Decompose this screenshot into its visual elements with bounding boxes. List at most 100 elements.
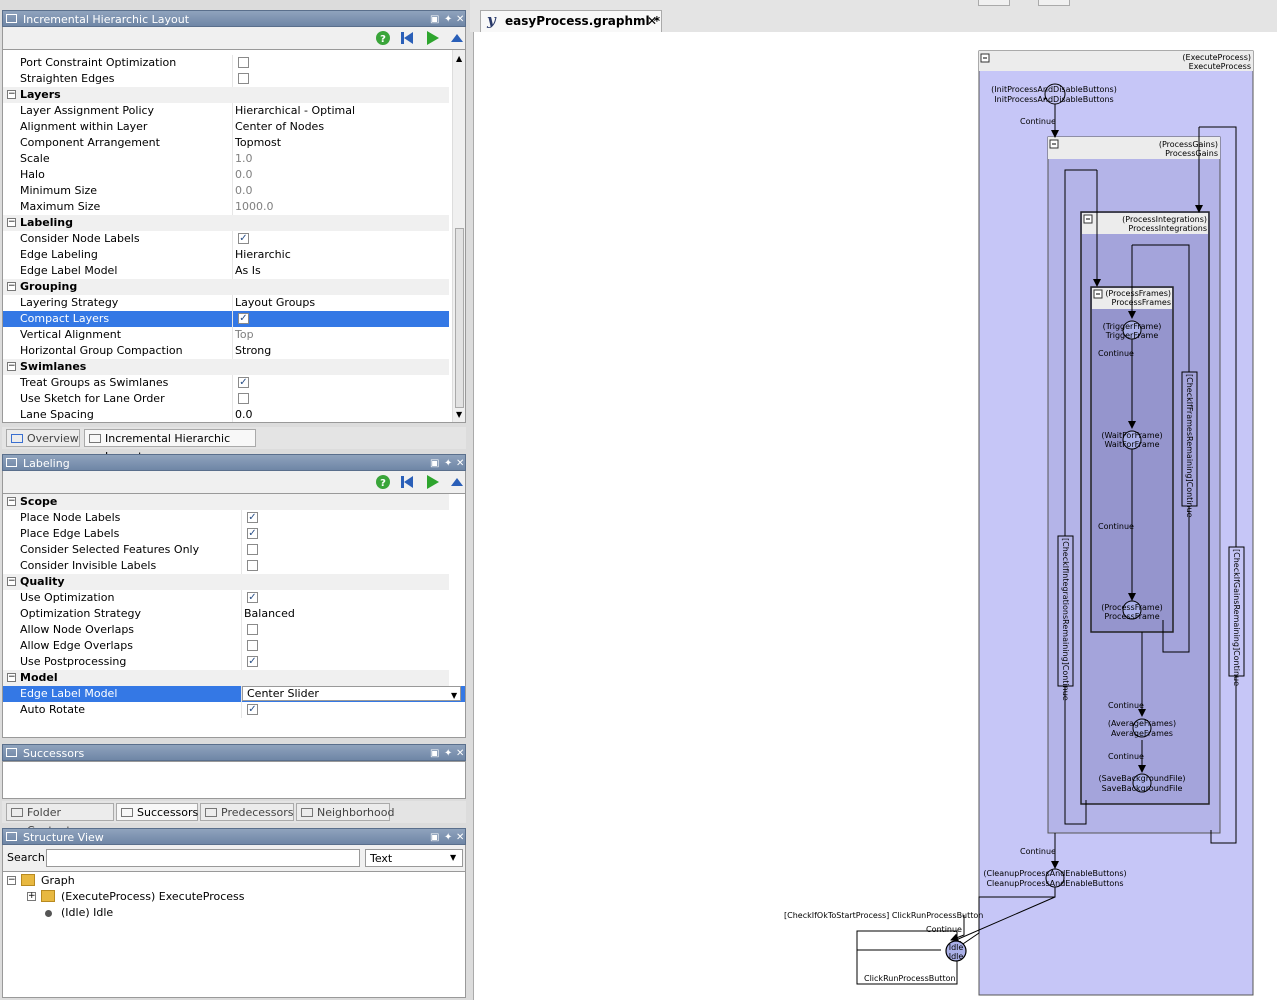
- edge-integrations-loop-bottom[interactable]: [1064, 686, 1087, 825]
- category-quality[interactable]: −Quality: [3, 574, 449, 590]
- labeling-panel-titlebar[interactable]: Labeling ▣ ✦ ✕: [2, 454, 466, 471]
- property-row-use-sketch-for-lane-order[interactable]: Use Sketch for Lane Order: [3, 391, 449, 407]
- pin-icon[interactable]: ✦: [444, 748, 453, 759]
- property-value[interactable]: 1000.0: [235, 200, 274, 213]
- collapse-icon[interactable]: −: [7, 281, 16, 291]
- node-save[interactable]: [1132, 773, 1152, 793]
- tab-folder-contents[interactable]: Folder Contents: [6, 803, 114, 837]
- property-value[interactable]: As Is: [235, 264, 261, 277]
- search-mode-dropdown[interactable]: Text ▼: [365, 849, 463, 867]
- property-row-place-edge-labels[interactable]: Place Edge Labels✓: [3, 526, 449, 542]
- property-value[interactable]: Balanced: [244, 607, 295, 620]
- pin-icon[interactable]: ✦: [444, 832, 453, 843]
- node-init[interactable]: [1044, 83, 1066, 105]
- ihl-scrollbar[interactable]: ▲ ▼: [452, 50, 465, 422]
- property-row-use-optimization[interactable]: Use Optimization✓: [3, 590, 449, 606]
- ihl-scroll-thumb[interactable]: [455, 228, 464, 408]
- graph-canvas[interactable]: (ExecuteProcess) ExecuteProcess (Process…: [473, 32, 1277, 1000]
- property-row-compact-layers[interactable]: Compact Layers✓: [3, 311, 449, 327]
- tab-incremental-hierarchic-layout[interactable]: Incremental Hierarchic Layout: [84, 429, 256, 463]
- pin-icon[interactable]: ✦: [444, 14, 453, 25]
- property-checkbox[interactable]: [238, 57, 249, 68]
- property-checkbox[interactable]: ✓: [247, 592, 258, 603]
- run-labeling-icon[interactable]: [424, 474, 440, 490]
- property-value[interactable]: Top: [235, 328, 254, 341]
- ihl-panel-titlebar[interactable]: Incremental Hierarchic Layout ▣ ✦ ✕: [2, 10, 466, 27]
- tab-overview[interactable]: Overview: [6, 429, 80, 447]
- structure-panel-titlebar[interactable]: Structure View ▣ ✦ ✕: [2, 828, 466, 845]
- chevron-down-icon[interactable]: ▼: [451, 691, 458, 700]
- collapse-icon[interactable]: −: [7, 576, 16, 586]
- property-row-consider-invisible-labels[interactable]: Consider Invisible Labels: [3, 558, 449, 574]
- scroll-down-icon[interactable]: ▼: [456, 410, 463, 419]
- restore-icon[interactable]: ▣: [430, 458, 440, 469]
- property-value[interactable]: 0.0: [235, 168, 253, 181]
- edge-gains-loop-top[interactable]: [1199, 126, 1237, 547]
- collapse-icon[interactable]: −: [7, 496, 16, 506]
- property-checkbox[interactable]: [247, 560, 258, 571]
- property-checkbox[interactable]: ✓: [238, 313, 249, 324]
- collapse-icon[interactable]: −: [7, 89, 16, 99]
- property-checkbox[interactable]: ✓: [247, 656, 258, 667]
- restore-icon[interactable]: ▣: [430, 14, 440, 25]
- property-checkbox[interactable]: [247, 624, 258, 635]
- collapse-up-icon[interactable]: [449, 474, 465, 490]
- property-checkbox[interactable]: ✓: [238, 233, 249, 244]
- collapse-up-icon[interactable]: [449, 30, 465, 46]
- tab-neighborhood[interactable]: Neighborhood: [296, 803, 394, 821]
- property-row-allow-edge-overlaps[interactable]: Allow Edge Overlaps: [3, 638, 449, 654]
- edge-frames-loop-top[interactable]: [1132, 244, 1190, 372]
- run-layout-icon[interactable]: [424, 30, 440, 46]
- property-row-use-postprocessing[interactable]: Use Postprocessing✓: [3, 654, 449, 670]
- property-checkbox[interactable]: ✓: [247, 512, 258, 523]
- category-swimlanes[interactable]: −Swimlanes: [3, 359, 449, 375]
- close-tab-icon[interactable]: ✕: [647, 14, 658, 28]
- category-scope[interactable]: −Scope: [3, 494, 449, 510]
- node-cleanup[interactable]: [1045, 868, 1065, 888]
- node-wait[interactable]: [1122, 430, 1142, 450]
- restore-icon[interactable]: ▣: [430, 832, 440, 843]
- property-checkbox[interactable]: [247, 544, 258, 555]
- node-idle[interactable]: [945, 940, 967, 962]
- property-value[interactable]: Center of Nodes: [235, 120, 325, 133]
- property-row-auto-rotate[interactable]: Auto Rotate✓: [3, 702, 449, 718]
- property-value[interactable]: Hierarchical - Optimal: [235, 104, 356, 117]
- tree-item-idle[interactable]: (Idle) Idle: [61, 906, 114, 919]
- help-icon[interactable]: ?: [375, 30, 391, 46]
- edge-idle-cleanup-route[interactable]: [955, 896, 1056, 941]
- property-row-port-constraint-optimization[interactable]: Port Constraint Optimization: [3, 55, 449, 71]
- property-value[interactable]: Hierarchic: [235, 248, 291, 261]
- category-grouping[interactable]: −Grouping: [3, 279, 449, 295]
- tab-predecessors[interactable]: Predecessors: [200, 803, 294, 821]
- property-row-place-node-labels[interactable]: Place Node Labels✓: [3, 510, 449, 526]
- category-layers[interactable]: −Layers: [3, 87, 449, 103]
- property-value[interactable]: Layout Groups: [235, 296, 316, 309]
- property-value[interactable]: 0.0: [235, 408, 253, 421]
- reset-icon[interactable]: [399, 474, 415, 490]
- close-icon[interactable]: ✕: [456, 832, 465, 843]
- edge-cleanup-idle[interactable]: [956, 885, 1056, 949]
- pin-icon[interactable]: ✦: [444, 458, 453, 469]
- graph-svg[interactable]: (ExecuteProcess) ExecuteProcess (Process…: [474, 32, 1277, 1000]
- collapse-icon[interactable]: −: [7, 672, 16, 682]
- property-checkbox[interactable]: ✓: [238, 377, 249, 388]
- property-row-treat-groups-as-swimlanes[interactable]: Treat Groups as Swimlanes✓: [3, 375, 449, 391]
- tree-collapse-icon[interactable]: −: [7, 875, 16, 885]
- property-row-consider-node-labels[interactable]: Consider Node Labels✓: [3, 231, 449, 247]
- property-row-straighten-edges[interactable]: Straighten Edges: [3, 71, 449, 87]
- collapse-icon[interactable]: −: [7, 217, 16, 227]
- edge-frames-loop-bottom[interactable]: [1162, 506, 1190, 653]
- property-value[interactable]: 0.0: [235, 184, 253, 197]
- node-process[interactable]: [1122, 600, 1142, 620]
